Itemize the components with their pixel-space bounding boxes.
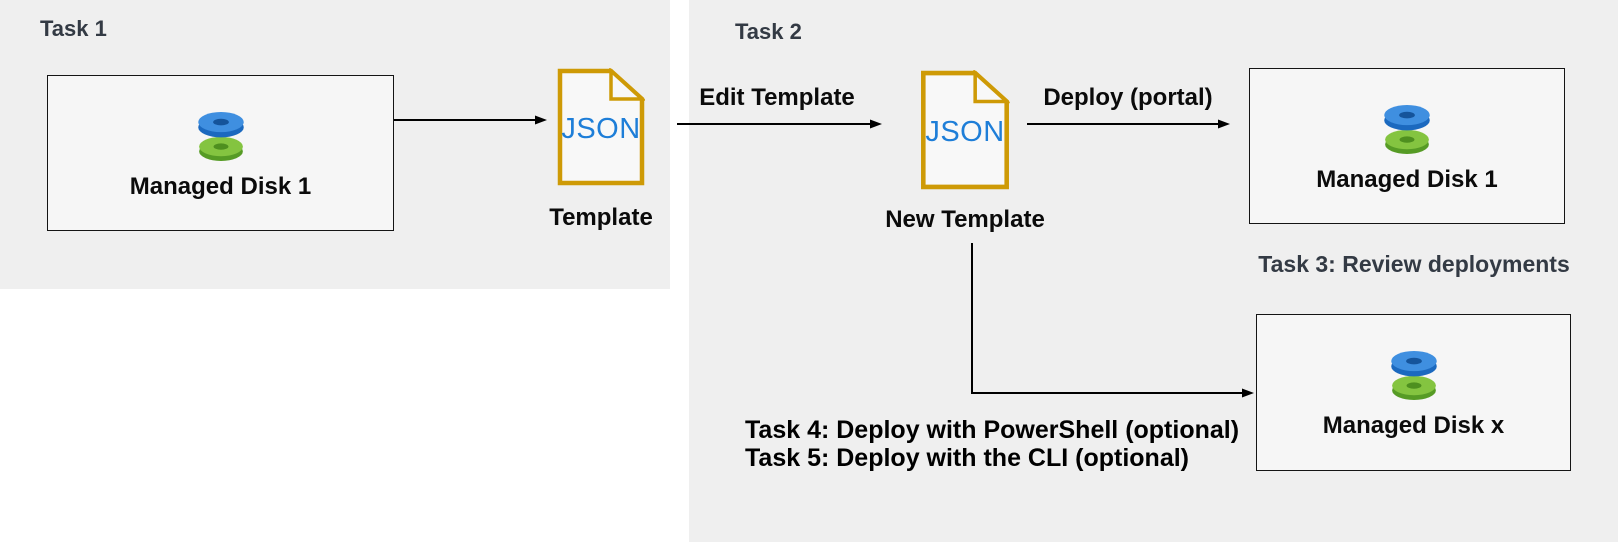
new-template-json-doc: JSON <box>920 70 1010 190</box>
edit-template-arrow-label: Edit Template <box>699 84 855 111</box>
managed-disk-x-label: Managed Disk x <box>1322 412 1505 439</box>
managed-disk-x-box: Managed Disk x <box>1256 314 1571 471</box>
managed-disk-icon <box>193 110 249 163</box>
template-json-doc: JSON <box>557 68 645 186</box>
template-label: Template <box>549 204 653 231</box>
task3-caption: Task 3: Review deployments <box>1258 251 1570 277</box>
task2-heading: Task 2 <box>735 19 802 44</box>
managed-disk-1-source-box: Managed Disk 1 <box>47 75 394 231</box>
task45-caption: Task 4: Deploy with PowerShell (optional… <box>745 416 1239 472</box>
json-doc-text: JSON <box>561 112 641 145</box>
managed-disk-icon <box>1386 349 1442 402</box>
json-doc-text: JSON <box>925 115 1005 148</box>
managed-disk-1-label: Managed Disk 1 <box>129 172 312 200</box>
managed-disk-icon <box>1379 103 1435 156</box>
task4-caption: Task 4: Deploy with PowerShell (optional… <box>745 416 1240 444</box>
new-template-label: New Template <box>885 206 1045 233</box>
task5-caption: Task 5: Deploy with the CLI (optional) <box>745 444 1189 472</box>
managed-disk-1-label: Managed Disk 1 <box>1316 165 1498 193</box>
managed-disk-1-deployed-box: Managed Disk 1 <box>1249 68 1565 224</box>
task1-heading: Task 1 <box>40 16 107 41</box>
deploy-portal-arrow-label: Deploy (portal) <box>1043 84 1213 111</box>
